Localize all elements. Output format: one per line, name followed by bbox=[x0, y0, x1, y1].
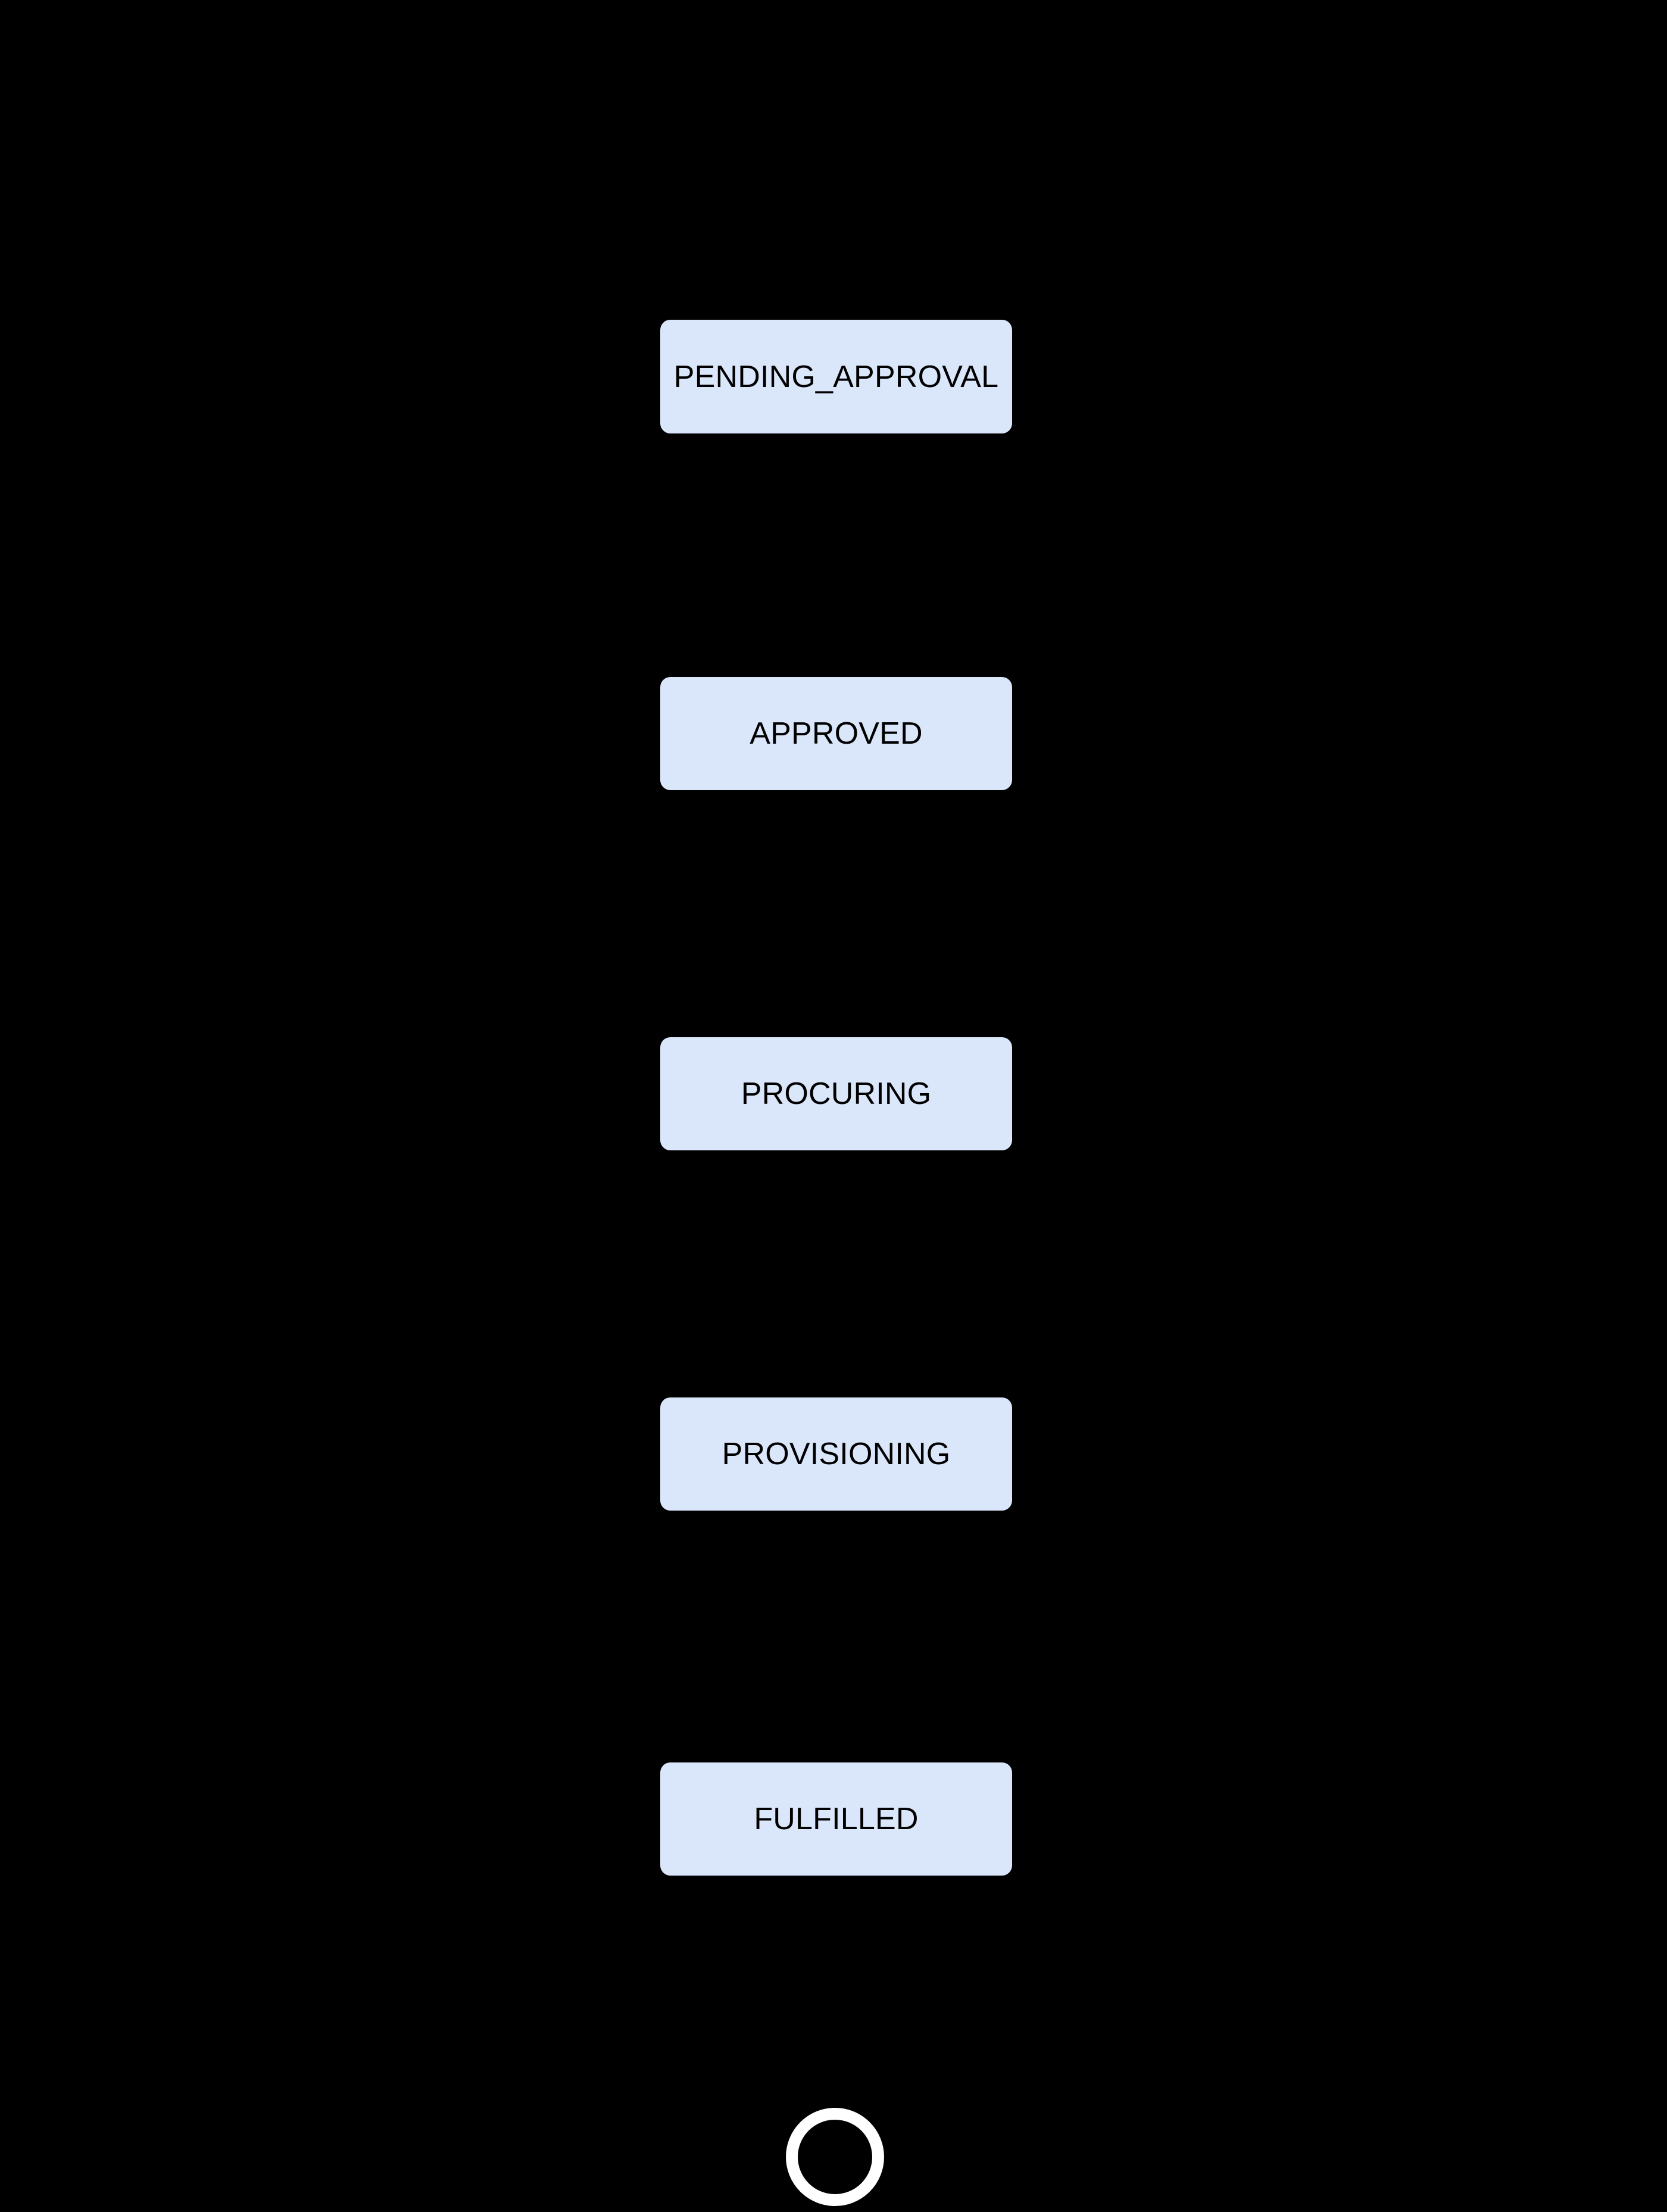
state-node-approved[interactable]: APPROVED bbox=[660, 677, 1012, 790]
state-node-fulfilled[interactable]: FULFILLED bbox=[660, 1762, 1012, 1876]
state-node-label: FULFILLED bbox=[754, 1802, 919, 1836]
state-node-provisioning[interactable]: PROVISIONING bbox=[660, 1397, 1012, 1511]
end-state-ring-icon[interactable] bbox=[786, 2108, 884, 2206]
state-node-label: PENDING_APPROVAL bbox=[673, 359, 999, 394]
state-node-pending-approval[interactable]: PENDING_APPROVAL bbox=[660, 320, 1012, 433]
state-node-label: PROCURING bbox=[741, 1077, 932, 1111]
state-node-procuring[interactable]: PROCURING bbox=[660, 1037, 1012, 1150]
state-node-label: APPROVED bbox=[750, 716, 923, 751]
state-node-label: PROVISIONING bbox=[722, 1437, 951, 1471]
